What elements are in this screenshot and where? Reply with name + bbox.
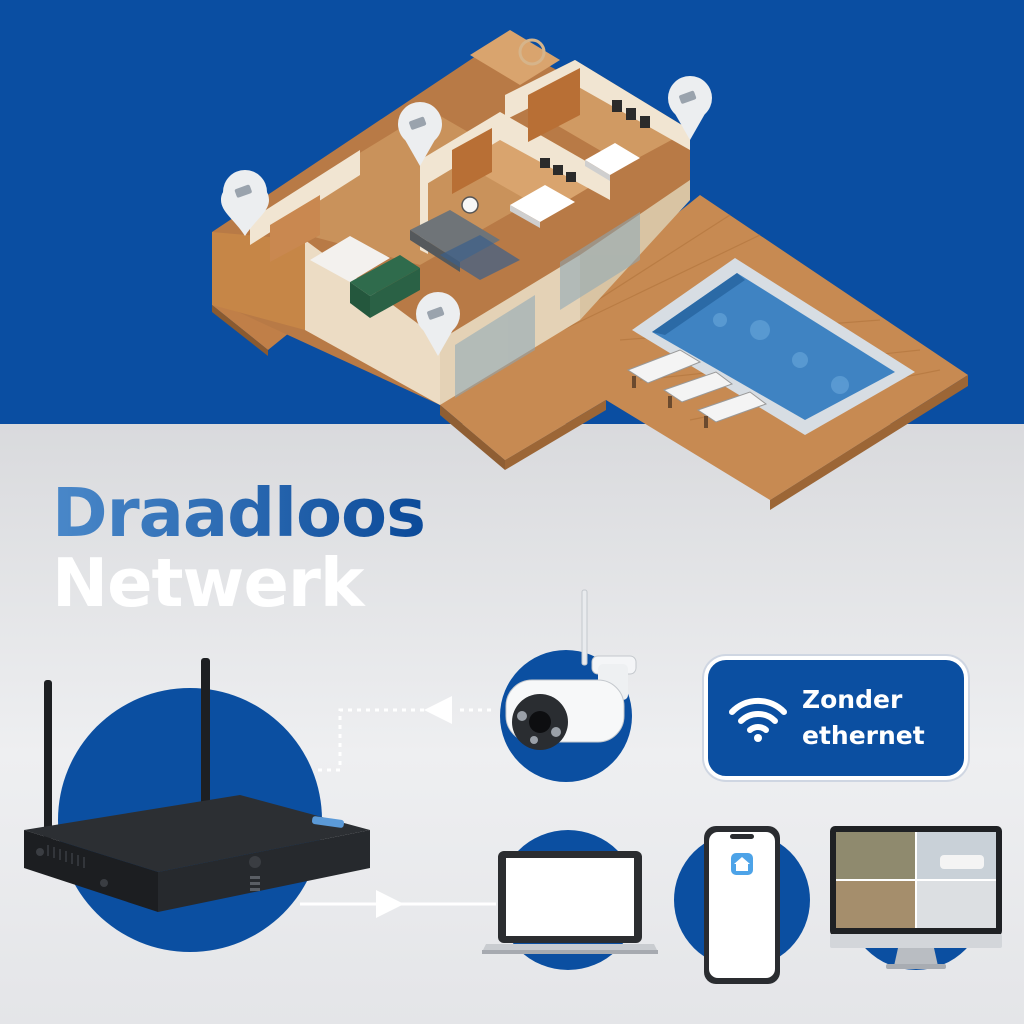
camera-location-pin-icon: [668, 76, 712, 140]
badge-line-1: Zonder: [802, 685, 903, 714]
badge-line-2: ethernet: [802, 721, 925, 750]
bed-2: [585, 143, 640, 175]
kitchen-cabinets: [350, 255, 420, 296]
smartphone-icon: [704, 826, 780, 984]
camera-location-pin-icon: [398, 102, 442, 166]
headline-line-2: Netwerk: [52, 544, 364, 622]
badge-text: Zonder ethernet: [802, 682, 925, 754]
camera-location-pin-icon: [416, 292, 460, 356]
glass-doors: [455, 212, 640, 398]
security-camera-icon: [505, 589, 637, 750]
wireless-link-line: [318, 708, 440, 772]
house-wall-left: [212, 232, 305, 330]
arrow-right-icon: [376, 890, 404, 918]
camera-location-pin-icon: [221, 170, 269, 236]
nvr-recorder-icon: [24, 658, 370, 912]
headline: Draadloos Netwerk: [52, 474, 426, 622]
bed-1: [510, 185, 575, 222]
arrow-left-icon: [424, 696, 452, 724]
monitor-icon: [830, 826, 1002, 969]
wifi-icon: [729, 697, 787, 742]
headline-line-1: Draadloos: [52, 474, 426, 552]
laptop-icon: [482, 851, 658, 954]
sun-loungers: [626, 349, 768, 423]
no-ethernet-badge: Zonder ethernet: [704, 656, 968, 780]
